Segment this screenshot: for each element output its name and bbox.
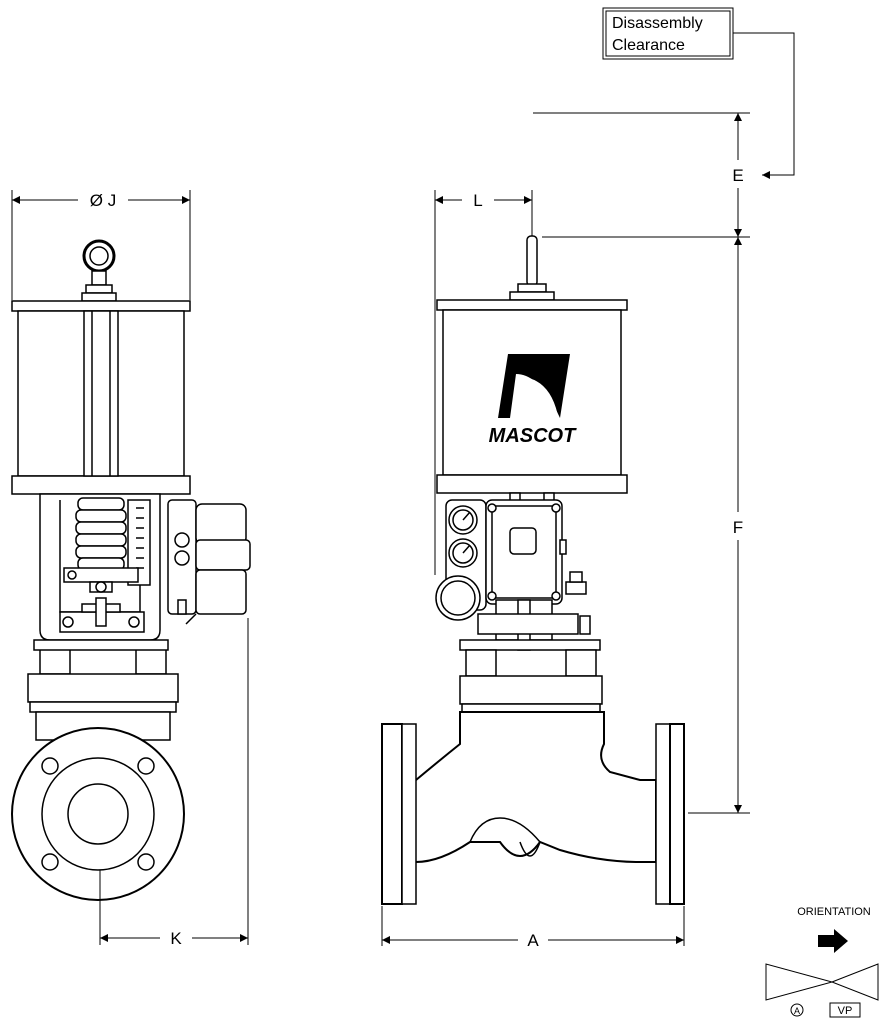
clearance-callout — [602, 7, 795, 179]
side-view — [11, 239, 251, 901]
dimension-e-label: E — [732, 166, 743, 185]
brand-name: MASCOT — [489, 425, 577, 447]
orientation-title: ORIENTATION — [797, 906, 871, 918]
dimension-k-label: K — [170, 929, 182, 948]
vp-box — [829, 1002, 861, 1018]
clearance-line1: Disassembly — [612, 15, 703, 32]
mascot-logo — [498, 354, 570, 418]
dimension-l — [434, 190, 533, 575]
dimension-l-label: L — [473, 191, 482, 210]
port-a-label: A — [794, 1006, 800, 1016]
dimension-a — [381, 906, 685, 946]
vp-label: VP — [838, 1005, 853, 1017]
dimension-j — [11, 190, 191, 300]
dimension-k — [99, 618, 249, 945]
port-a-marker — [790, 1003, 804, 1017]
valve-symbol-icon — [765, 963, 879, 1001]
dimension-f-label: F — [733, 518, 743, 537]
dimension-f — [688, 237, 750, 814]
dimension-a-label: A — [527, 931, 539, 950]
clearance-line2: Clearance — [612, 37, 685, 54]
flow-arrow-icon — [818, 929, 848, 953]
front-view — [381, 235, 685, 905]
dimension-j-label: Ø J — [90, 191, 116, 210]
dimension-e — [533, 112, 750, 238]
